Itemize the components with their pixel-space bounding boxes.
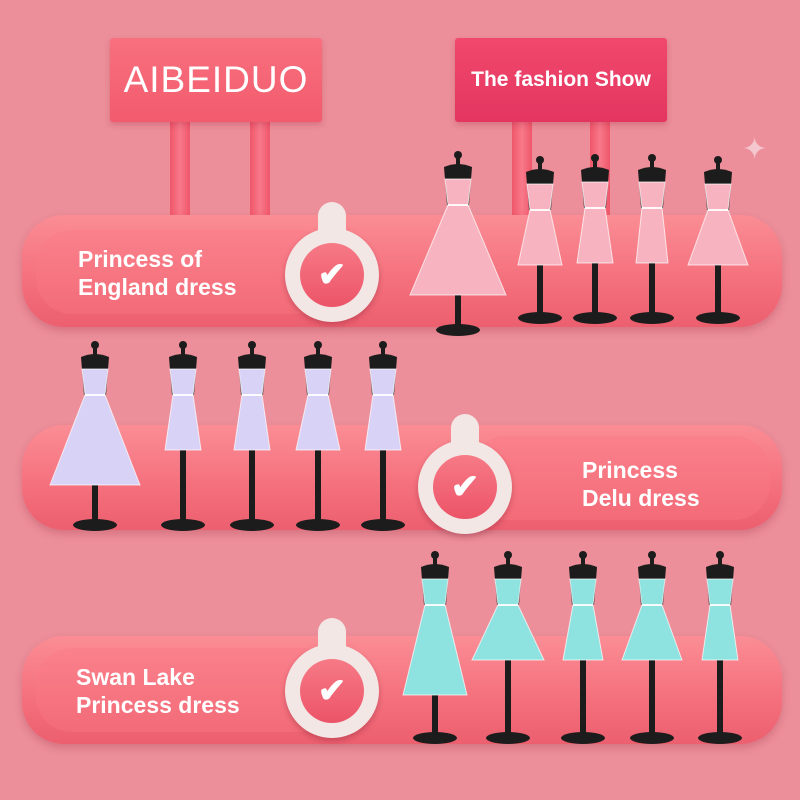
- mannequin-dress: [561, 551, 605, 744]
- row-check-1[interactable]: ✔: [285, 202, 379, 322]
- sign-post: [170, 118, 190, 218]
- row-label-3: Swan Lake Princess dress: [76, 664, 240, 718]
- mannequin-dress: [471, 551, 545, 744]
- sign-post: [250, 118, 270, 218]
- fashion-show-sign: The fashion Show: [455, 38, 667, 122]
- sign-post: [512, 118, 532, 218]
- mannequin-dress: [361, 341, 405, 531]
- row-check-2[interactable]: ✔: [418, 414, 512, 534]
- brand-sign: AIBEIDUO: [110, 38, 322, 122]
- checkmark-icon: ✔: [317, 672, 347, 710]
- mannequin-dress: [402, 551, 468, 744]
- mannequin-dress: [409, 151, 507, 336]
- mannequin-dress: [517, 156, 563, 324]
- checkmark-icon: ✔: [450, 468, 480, 506]
- mannequin-dress: [295, 341, 341, 531]
- mannequin-dress: [230, 341, 274, 531]
- mannequin-dress: [698, 551, 742, 744]
- row-label-pill-2: [470, 436, 770, 520]
- mannequin-dress: [161, 341, 205, 531]
- show-title: The fashion Show: [471, 68, 651, 91]
- mannequin-dress: [573, 154, 617, 324]
- sparkle-icon: ✦: [742, 133, 768, 166]
- checkmark-icon: ✔: [317, 256, 347, 294]
- row-label-2: Princess Delu dress: [582, 457, 700, 511]
- mannequin-dress: [49, 341, 141, 531]
- brand-name: AIBEIDUO: [123, 59, 309, 100]
- mannequin-dress: [630, 154, 674, 324]
- mannequin-dress: [687, 156, 749, 324]
- row-label-1: Princess of England dress: [78, 246, 237, 300]
- mannequin-dress: [621, 551, 683, 744]
- row-check-3[interactable]: ✔: [285, 618, 379, 738]
